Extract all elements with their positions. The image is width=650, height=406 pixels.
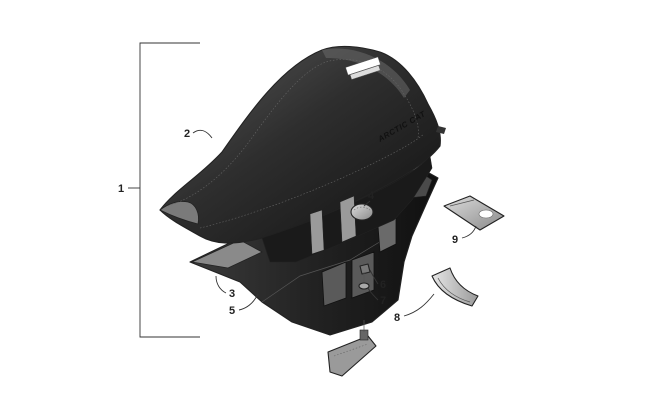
callout-label: 3 xyxy=(229,288,235,300)
callout-6: 6 xyxy=(369,269,386,291)
callout-7: 7 xyxy=(367,287,386,307)
callout-label: 1 xyxy=(118,183,124,195)
callout-label: 8 xyxy=(394,312,400,324)
callout-9: 9 xyxy=(452,225,477,246)
callout-1: 1 xyxy=(118,183,124,195)
foam-pad xyxy=(350,203,374,221)
trim-plate xyxy=(443,195,505,231)
callout-label: 4 xyxy=(368,190,375,202)
callout-8: 8 xyxy=(394,293,435,324)
seat-cover: ARCTIC CAT xyxy=(159,45,446,263)
seat-strap xyxy=(431,267,479,307)
callout-label: 9 xyxy=(452,234,458,246)
callout-label: 2 xyxy=(184,128,190,140)
callout-label: 6 xyxy=(380,279,386,291)
nut-and-washer xyxy=(358,263,371,290)
callout-label: 7 xyxy=(380,295,386,307)
callout-5: 5 xyxy=(229,293,259,317)
assembly-bracket xyxy=(128,42,200,338)
callout-label: 5 xyxy=(229,305,235,317)
callout-2: 2 xyxy=(184,128,213,140)
callout-4: 4 xyxy=(363,190,375,207)
latch-bracket xyxy=(327,320,377,377)
callout-3: 3 xyxy=(215,275,235,300)
